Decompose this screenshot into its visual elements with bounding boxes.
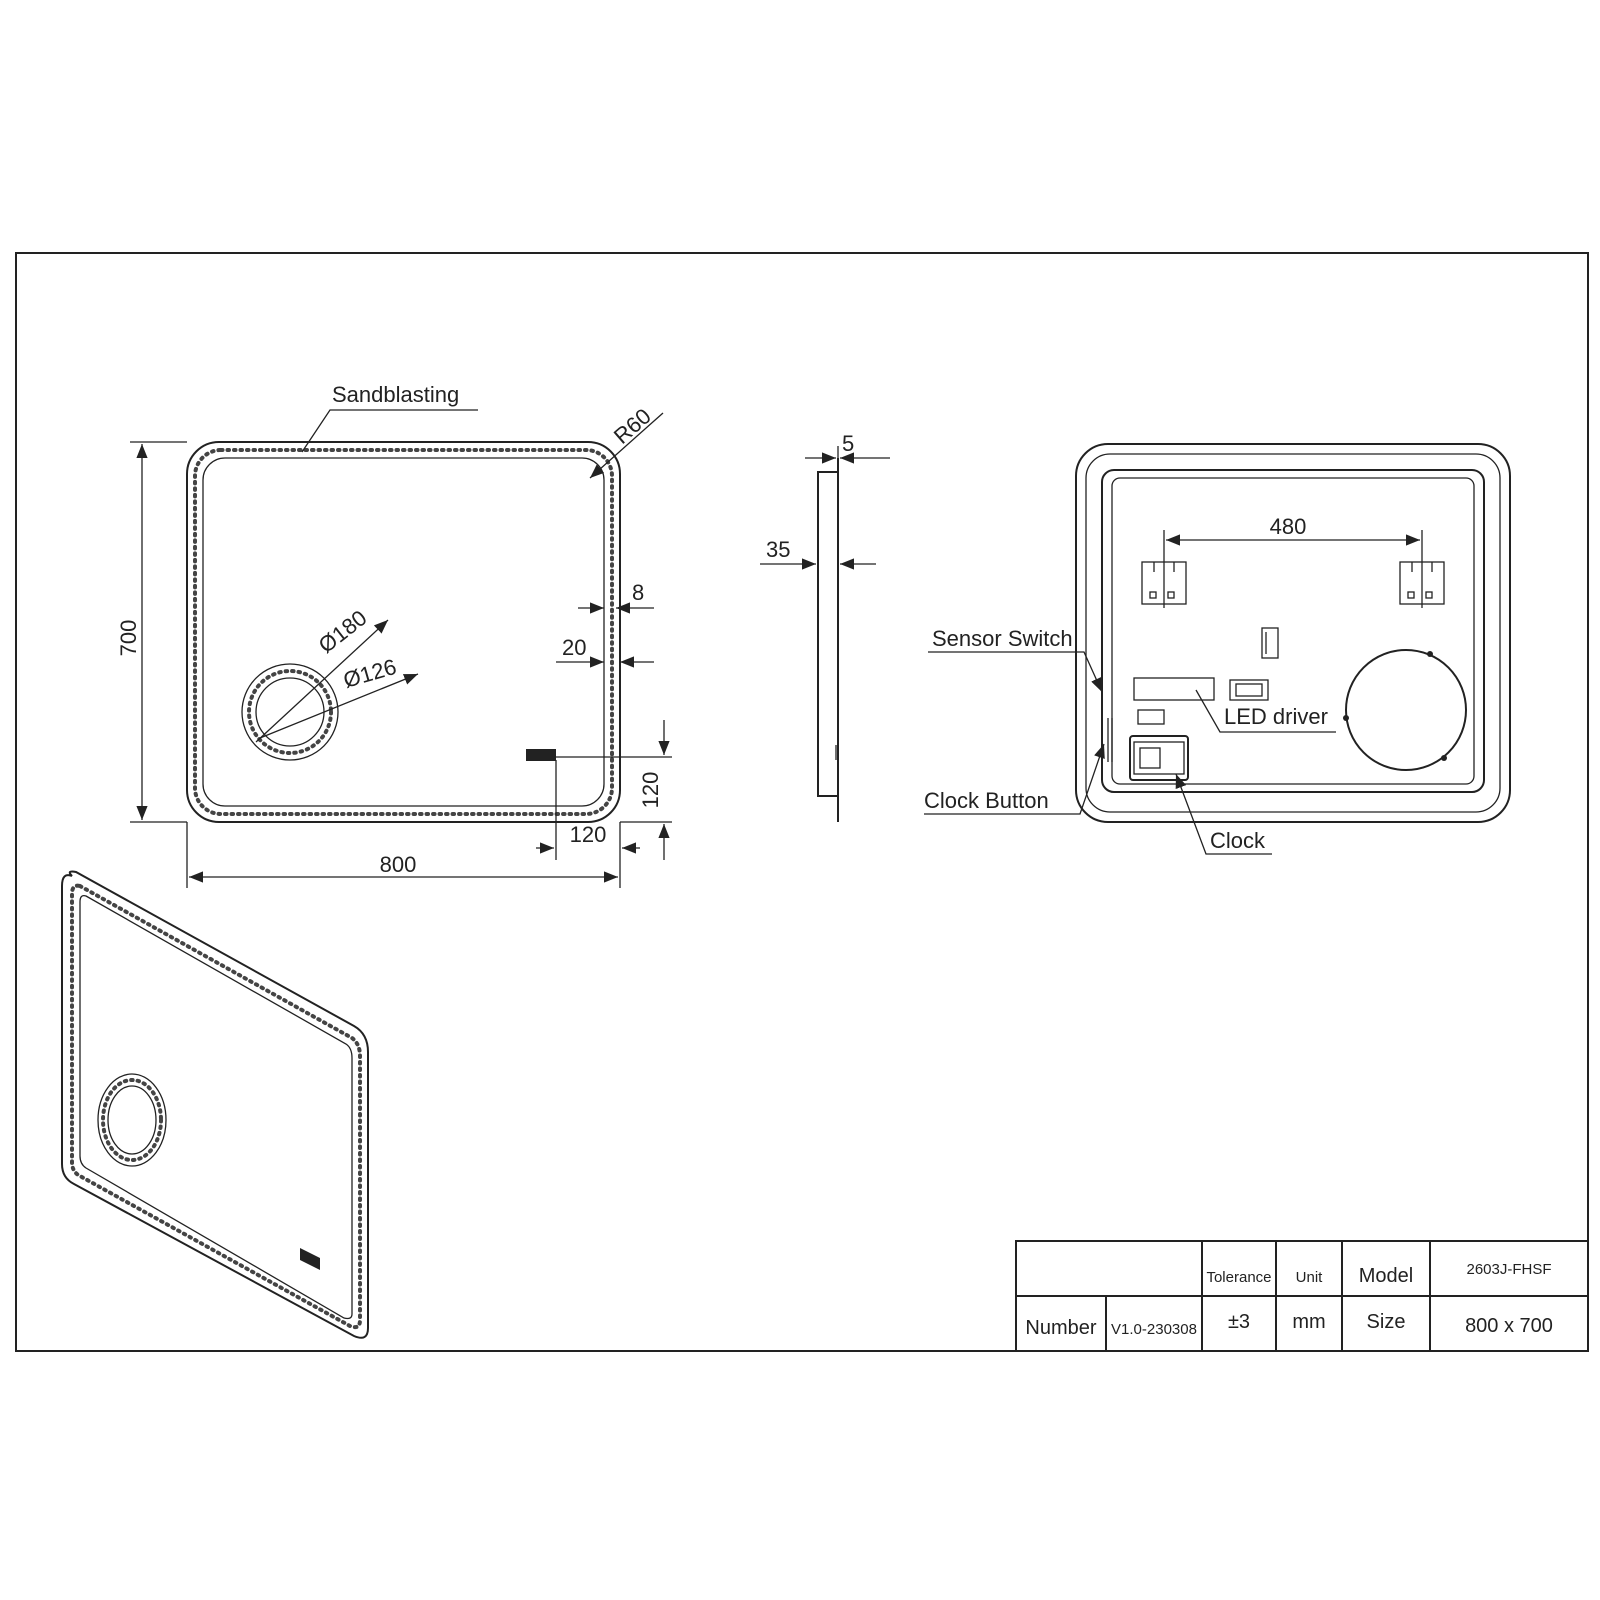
border-dimension: 8 [632, 580, 644, 605]
clock-button-label: Clock Button [924, 788, 1049, 813]
tolerance-label: Tolerance [1206, 1269, 1271, 1286]
clock-button-leader [924, 743, 1105, 815]
title-block: Tolerance Unit Model 2603J-FHSF Number V… [1015, 1240, 1589, 1352]
clock-module [1129, 735, 1189, 781]
clock-display [526, 749, 556, 761]
front-view: Sandblasting R60 700 800 Ø180 Ø126 8 20 [116, 382, 672, 888]
small-component [1261, 627, 1279, 659]
iso-mirror-outline [61, 870, 369, 1339]
clock-offset-v-dimension: 120 [638, 772, 663, 809]
clock-leader [1175, 773, 1272, 855]
unit-value: mm [1292, 1311, 1325, 1333]
tolerance-value: ±3 [1228, 1311, 1250, 1333]
back-view: 480 Sensor Switch LED driver Clock Butto… [924, 443, 1511, 855]
magnifier-sandblast-ring [247, 669, 333, 755]
width-dimension: 800 [380, 852, 417, 877]
sandblasting-label: Sandblasting [332, 382, 459, 407]
sensor-switch-label: Sensor Switch [932, 626, 1073, 651]
magnifier-outer-circle [241, 663, 339, 761]
led-driver-box [1133, 677, 1215, 701]
outer-diameter-dimension: Ø180 [314, 605, 372, 658]
depth-dimension: 35 [766, 537, 790, 562]
iso-magnifier-inner [107, 1085, 157, 1155]
radius-label: R60 [609, 403, 656, 448]
size-label: Size [1367, 1311, 1406, 1333]
iso-magnifier-outer [97, 1073, 167, 1167]
number-label: Number [1025, 1317, 1096, 1339]
connector-block [1229, 679, 1269, 701]
inner-diameter-leader [259, 673, 419, 739]
clock-offset-h-dimension: 120 [570, 822, 607, 847]
bracket-right [1399, 561, 1445, 608]
isometric-view [61, 870, 369, 1339]
back-second-outline [1085, 453, 1501, 813]
model-label: Model [1359, 1265, 1413, 1287]
bracket-left [1141, 561, 1187, 608]
iso-sandblast-band [70, 883, 362, 1330]
side-view: 5 35 [760, 431, 890, 822]
radius-leader [589, 412, 664, 479]
back-frame-inner [1111, 477, 1475, 785]
unit-label: Unit [1296, 1269, 1324, 1286]
height-dimension: 700 [116, 620, 141, 657]
mirror-outline [186, 441, 621, 823]
model-value: 2603J-FHSF [1466, 1261, 1551, 1278]
back-frame-outer [1101, 469, 1485, 793]
back-outer-outline [1075, 443, 1511, 823]
led-driver-label: LED driver [1224, 704, 1328, 729]
iso-magnifier-ring [101, 1078, 163, 1162]
inner-diameter-dimension: Ø126 [340, 654, 399, 693]
bracket-spacing-dimension: 480 [1270, 514, 1307, 539]
mirror-inner-edge [202, 457, 605, 807]
size-value: 800 x 700 [1465, 1315, 1553, 1337]
drawing-frame [15, 252, 1589, 1352]
iso-inner-edge [79, 894, 353, 1320]
led-driver-leader [1195, 689, 1336, 733]
sandblasting-leader [301, 409, 478, 453]
plug [1137, 709, 1165, 725]
magnifier-back-circle [1345, 649, 1467, 771]
side-frame-body [817, 471, 839, 797]
inset-dimension: 20 [562, 635, 586, 660]
clock-label: Clock [1210, 828, 1266, 853]
iso-clock-display [300, 1248, 320, 1270]
outer-diameter-leader [255, 619, 389, 743]
number-value: V1.0-230308 [1111, 1321, 1197, 1338]
sandblast-band [193, 448, 614, 816]
glass-thickness-dimension: 5 [842, 431, 854, 456]
sensor-switch-leader [928, 651, 1103, 693]
